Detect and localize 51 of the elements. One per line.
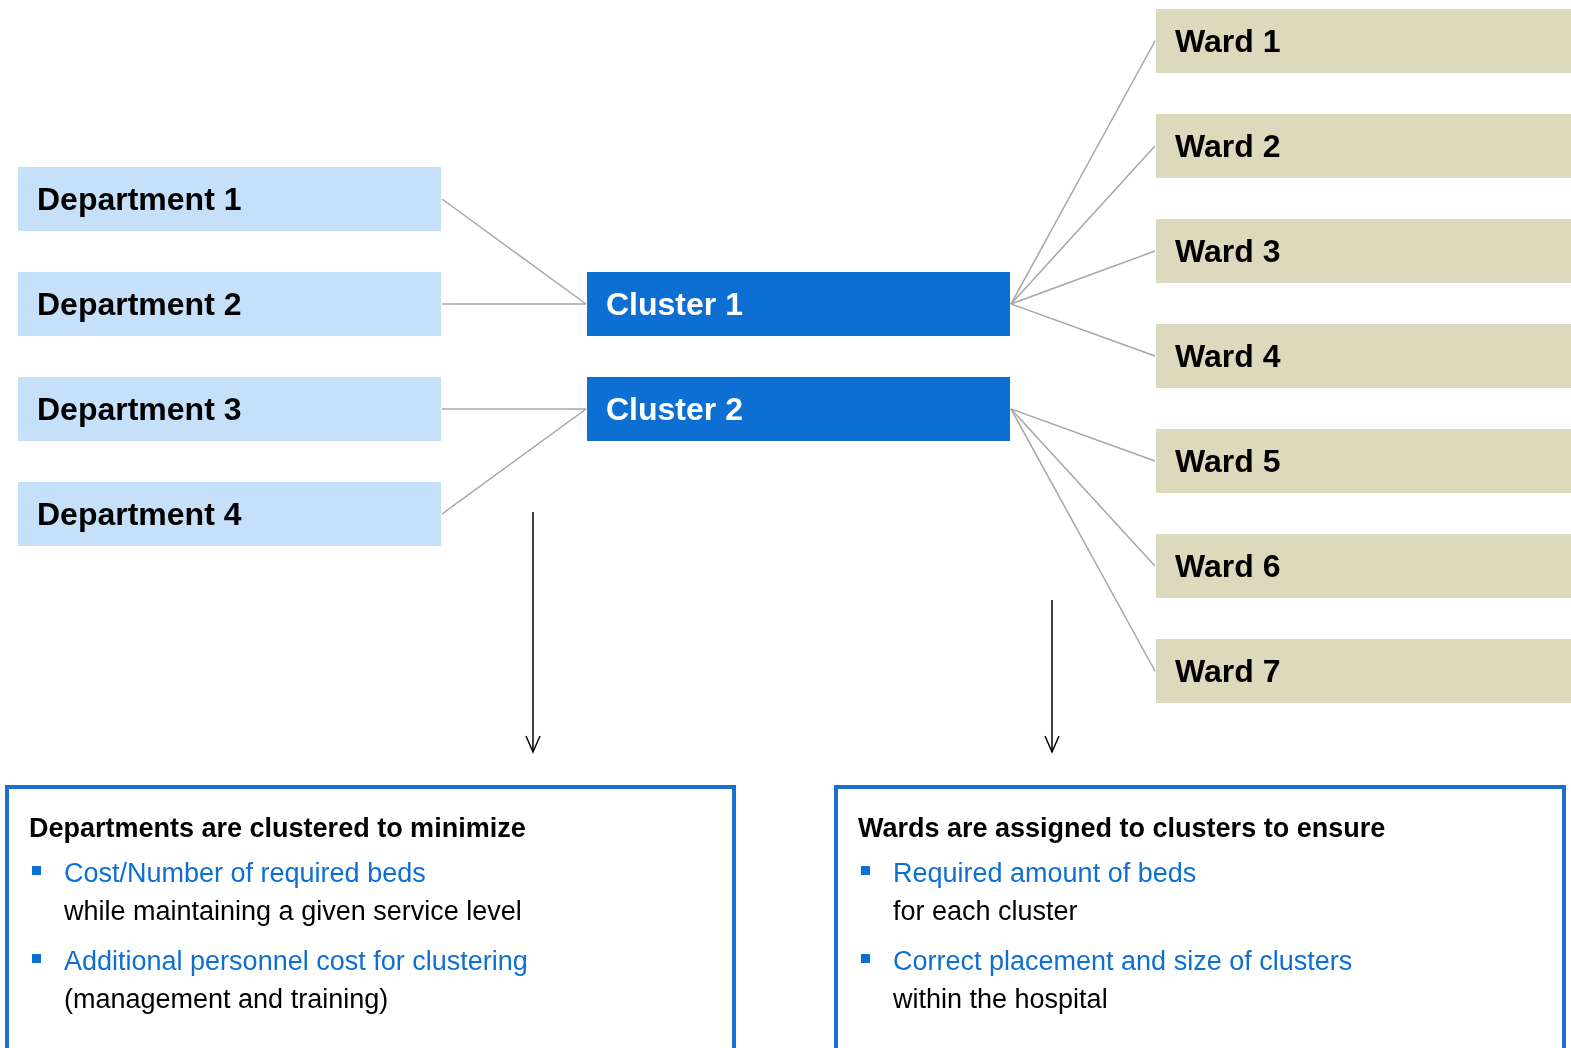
connector-line (1010, 408, 1156, 462)
ward-box (1156, 114, 1571, 178)
cluster-box (587, 377, 1010, 441)
ward-label: Ward 4 (1175, 337, 1281, 375)
bullet-title: Additional personnel cost for clustering (64, 945, 529, 978)
bullet-title: Correct placement and size of clusters (893, 945, 1354, 978)
connector-line (1010, 145, 1156, 305)
bullet-detail: (management and training) (64, 983, 390, 1016)
dept-label: Department 4 (37, 495, 242, 533)
bullet-detail: within the hospital (893, 983, 1109, 1016)
connector-line (441, 408, 587, 515)
connector-line (1010, 408, 1156, 567)
dept-label: Department 2 (37, 285, 242, 323)
connector-line (1010, 250, 1156, 305)
ward-box (1156, 429, 1571, 493)
bullet-title: Required amount of beds (893, 857, 1198, 890)
connector-line (441, 408, 587, 410)
cluster-label: Cluster 2 (606, 390, 743, 428)
ward-label: Ward 7 (1175, 652, 1281, 690)
bullet-title: Cost/Number of required beds (64, 857, 427, 890)
ward-label: Ward 5 (1175, 442, 1281, 480)
ward-label: Ward 3 (1175, 232, 1281, 270)
connector-line (441, 303, 587, 305)
ward-label: Ward 1 (1175, 22, 1281, 60)
panel-heading: Wards are assigned to clusters to ensure (858, 813, 1387, 844)
dept-label: Department 3 (37, 390, 242, 428)
bullet-detail: for each cluster (893, 895, 1079, 928)
dept-label: Department 1 (37, 180, 242, 218)
dept-box (18, 167, 441, 231)
ward-box (1156, 219, 1571, 283)
dept-box (18, 377, 441, 441)
ward-box (1156, 324, 1571, 388)
arrow (525, 511, 541, 753)
arrow (1044, 599, 1060, 753)
bullet-detail: while maintaining a given service level (64, 895, 523, 928)
text-panel (5, 785, 736, 1048)
dept-box (18, 482, 441, 546)
text-panel (834, 785, 1566, 1048)
connector-line (1010, 40, 1156, 305)
connector-line (1010, 303, 1156, 357)
panel-heading: Departments are clustered to minimize (29, 813, 527, 844)
ward-box (1156, 639, 1571, 703)
cluster-box (587, 272, 1010, 336)
connector-line (441, 198, 587, 305)
ward-label: Ward 2 (1175, 127, 1281, 165)
ward-label: Ward 6 (1175, 547, 1281, 585)
cluster-label: Cluster 1 (606, 285, 743, 323)
dept-box (18, 272, 441, 336)
ward-box (1156, 9, 1571, 73)
connector-line (1010, 408, 1156, 672)
ward-box (1156, 534, 1571, 598)
